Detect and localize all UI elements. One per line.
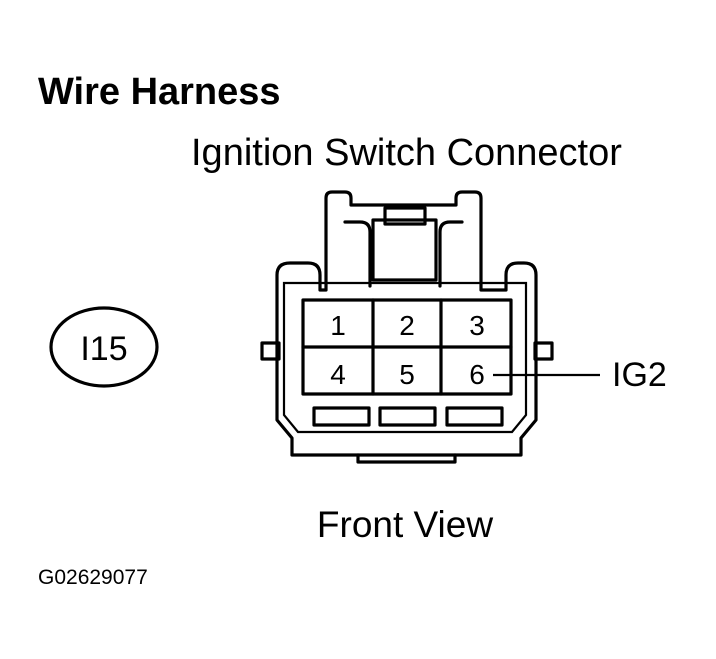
- pin-2: 2: [399, 310, 415, 341]
- pin-1: 1: [330, 310, 346, 341]
- pin-5: 5: [399, 359, 415, 390]
- connector-bottom-key: [356, 453, 457, 464]
- connector-latch: [371, 218, 438, 282]
- connector-slot-1: [312, 406, 371, 427]
- connector-side-tab-right: [533, 341, 554, 361]
- pin-6: 6: [469, 359, 485, 390]
- latch-left-arm: [343, 220, 372, 288]
- connector-name: Ignition Switch Connector: [191, 132, 622, 174]
- signal-label-ig2: IG2: [612, 356, 667, 394]
- connector-cavity: [282, 281, 528, 434]
- view-caption: Front View: [317, 504, 493, 545]
- connector-id-label: I15: [80, 330, 127, 368]
- pin-4: 4: [330, 359, 346, 390]
- connector-latch-tab: [383, 206, 427, 226]
- connector-side-tab-left: [260, 341, 281, 361]
- pin-3: 3: [469, 310, 485, 341]
- connector-slot-2: [378, 406, 437, 427]
- connector-slot-3: [445, 406, 504, 427]
- latch-right-arm: [438, 220, 464, 288]
- connector-id-oval: [49, 306, 159, 388]
- connector-drawing: 1 2 3 4 5 6: [260, 190, 554, 464]
- diagram-title: Wire Harness: [38, 71, 281, 113]
- figure-id: G02629077: [38, 566, 148, 589]
- connector-id-badge: I15: [49, 306, 159, 388]
- connector-housing: [275, 190, 538, 457]
